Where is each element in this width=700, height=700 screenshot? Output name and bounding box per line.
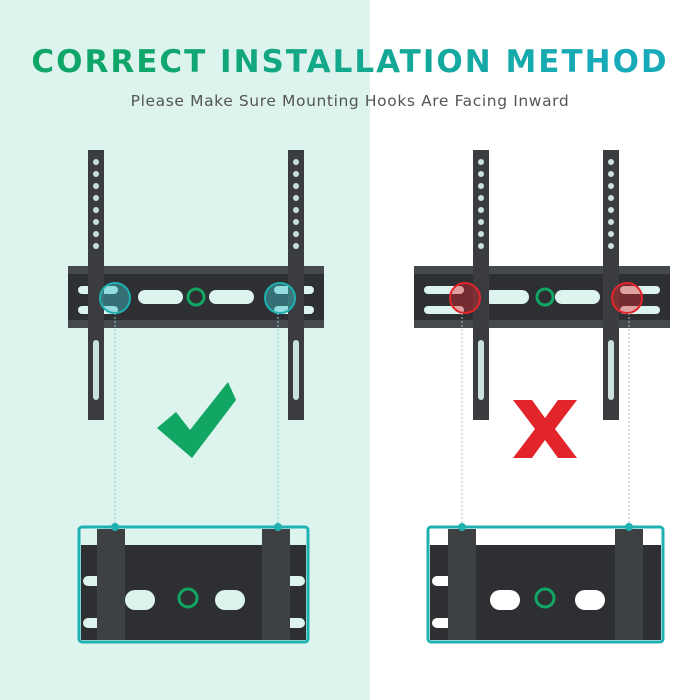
correct-mount [68, 150, 324, 527]
incorrect-mount [414, 150, 670, 527]
hook-highlight-wrong [449, 282, 481, 314]
hook-highlight [99, 282, 131, 314]
check-mark-icon [157, 382, 236, 458]
page-subtitle: Please Make Sure Mounting Hooks Are Faci… [130, 92, 570, 110]
incorrect-detail-zoom [426, 523, 665, 644]
brand-logo-icon [535, 287, 555, 307]
x-mark-icon [513, 400, 577, 458]
page-title: CORRECT INSTALLATION METHOD [0, 44, 700, 80]
brand-logo-icon [186, 287, 206, 307]
correct-detail-zoom [77, 523, 310, 644]
hook-highlight [264, 282, 296, 314]
hook-highlight-wrong [611, 282, 643, 314]
